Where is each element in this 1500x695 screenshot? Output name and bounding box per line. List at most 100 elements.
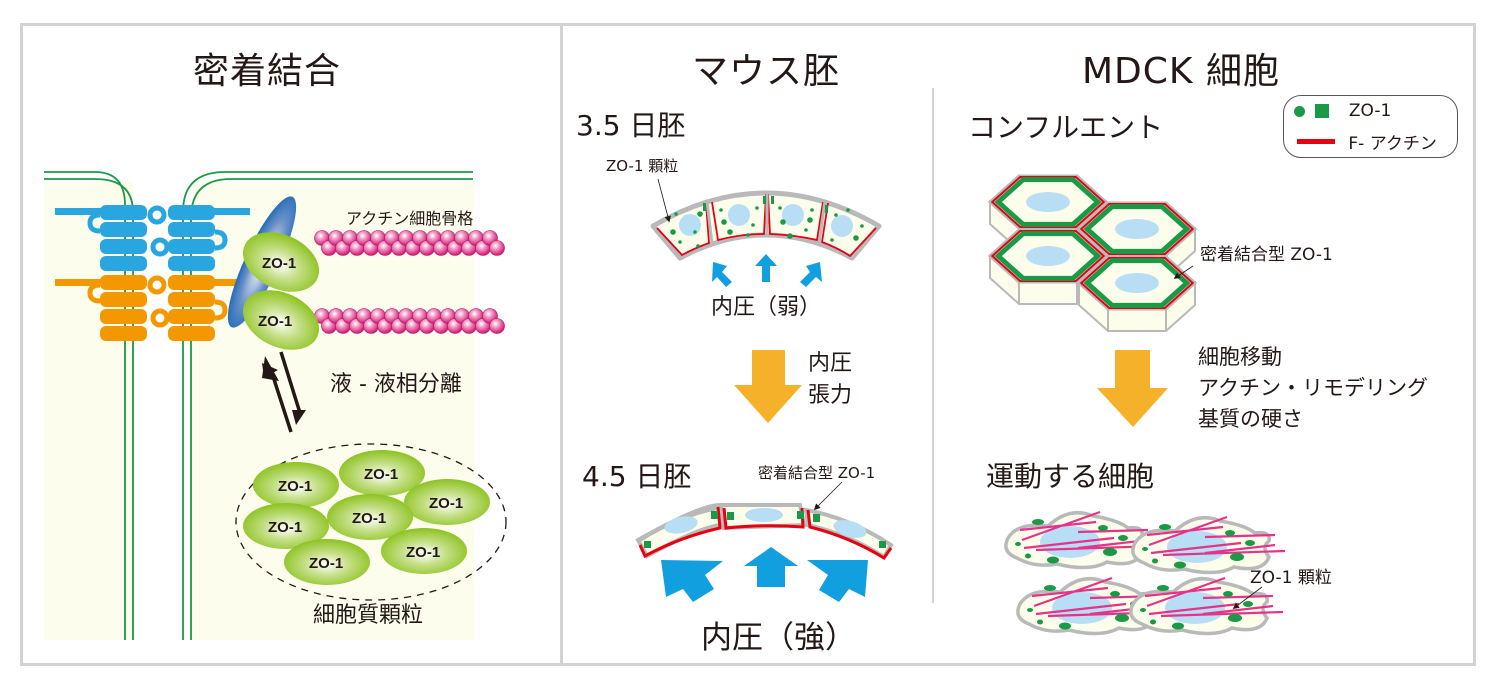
mouse-embryo-title: マウス胚 bbox=[692, 51, 841, 92]
nuclei bbox=[664, 508, 867, 538]
panel-divider-secondary bbox=[932, 88, 934, 603]
actin-bead bbox=[489, 318, 505, 334]
transition-line-tension: 張力 bbox=[808, 383, 853, 408]
zo1-granule-dot bbox=[1118, 535, 1128, 541]
transition-line-pressure: 内圧 bbox=[808, 351, 853, 376]
embryo-stage-4-5-label: 4.5 日胚 bbox=[582, 460, 692, 493]
zo1-granule-dot bbox=[804, 228, 808, 232]
nucleus bbox=[1115, 219, 1159, 239]
zo1-granule-dot bbox=[787, 233, 793, 239]
zo1-granule-dot bbox=[755, 206, 759, 210]
zo1-granule-dot bbox=[1174, 561, 1186, 569]
zo1-granule-dot bbox=[678, 240, 682, 244]
cytoplasmic-granule-label: 細胞質顆粒 bbox=[313, 603, 424, 628]
zo1-label: ZO-1 bbox=[406, 544, 440, 561]
zo1-granule-dot bbox=[1044, 585, 1056, 591]
actin-bead bbox=[489, 240, 505, 256]
tj-zo1-marks bbox=[644, 511, 886, 548]
zo1-granule-dot bbox=[1059, 622, 1071, 630]
zo1-label: ZO-1 bbox=[429, 495, 463, 512]
annotation-pointer bbox=[813, 481, 843, 511]
zo1-label: ZO-1 bbox=[309, 555, 343, 572]
zo1-granule-dot bbox=[727, 229, 733, 235]
annotation-pointer bbox=[1232, 586, 1263, 609]
zo1-label: ZO-1 bbox=[352, 510, 386, 527]
zo1-granule-dot bbox=[1225, 530, 1235, 536]
actin-filament-upper bbox=[314, 230, 505, 256]
green-dot-icon bbox=[1294, 105, 1305, 117]
panel-divider bbox=[560, 23, 563, 666]
zo1-granule-dot bbox=[834, 213, 838, 217]
zo1-granule-dot bbox=[1150, 619, 1156, 625]
annotation-pointer bbox=[657, 178, 671, 223]
f-actin-fiber bbox=[1148, 515, 1228, 547]
zo1-granule-dot bbox=[1025, 553, 1031, 559]
f-actin-fiber bbox=[1160, 610, 1284, 618]
zo1-label: ZO-1 bbox=[364, 466, 398, 483]
zo1-granule-dot bbox=[1027, 608, 1033, 612]
zo1-granule-dot bbox=[1230, 553, 1244, 561]
zo1-granule-dot bbox=[1172, 622, 1184, 630]
motile-cell bbox=[1129, 576, 1284, 636]
zo1-bound-lower: ZO-1 bbox=[242, 290, 320, 350]
zo1-granule-dot bbox=[853, 235, 859, 241]
legend-label: ZO-1 bbox=[1348, 101, 1392, 121]
f-actin-fiber bbox=[1148, 602, 1240, 616]
zo1-granule-dot bbox=[1152, 558, 1158, 564]
nucleus bbox=[1026, 246, 1070, 266]
legend-item-f-actin: F- アクチン bbox=[1297, 129, 1437, 154]
zo1-granule-dot bbox=[780, 219, 786, 225]
embryo-4-5-cells bbox=[635, 481, 894, 561]
embryo-3-5-cells bbox=[650, 178, 882, 261]
zo1-granule: ZO-1 bbox=[243, 503, 329, 549]
zo1-granule: ZO-1 bbox=[381, 528, 467, 574]
transition-line-migration: 細胞移動 bbox=[1198, 345, 1282, 369]
zo1-label: ZO-1 bbox=[258, 313, 292, 330]
zo1-granule-dot bbox=[1110, 591, 1120, 597]
f-actin-fiber bbox=[1035, 602, 1127, 616]
nucleus bbox=[1026, 192, 1070, 212]
zo1-bound-upper: ZO-1 bbox=[242, 232, 320, 292]
zo1-granule-dot bbox=[746, 233, 750, 237]
f-actin-fiber bbox=[1021, 510, 1101, 542]
f-actin-fiber bbox=[1202, 594, 1274, 600]
confluent-label: コンフルエント bbox=[968, 111, 1164, 144]
zo1-granule-dot bbox=[674, 212, 678, 216]
zo1-granule-dot bbox=[830, 238, 834, 242]
zo1-label: ZO-1 bbox=[262, 255, 296, 272]
embryo-transition-label: 内圧 張力 bbox=[808, 348, 852, 412]
actin-cytoskeleton-label: アクチン細胞骨格 bbox=[346, 209, 474, 228]
motile-cells-label: 運動する細胞 bbox=[986, 460, 1155, 493]
zo1-granule-dot bbox=[751, 223, 755, 227]
zo1-granule-annotation-mdck: ZO-1 顆粒 bbox=[1250, 568, 1332, 588]
f-actin-fiber bbox=[1077, 528, 1149, 534]
zo1-granule-dot bbox=[1243, 601, 1253, 607]
f-actin-fiber bbox=[1146, 576, 1226, 608]
f-actin-fiber bbox=[1023, 536, 1115, 550]
zo1-granule-dot bbox=[1047, 556, 1059, 564]
zo1-granule-dot bbox=[693, 230, 697, 234]
llps-equilibrium-arrows bbox=[262, 351, 306, 433]
zo1-granule-dot bbox=[1015, 542, 1021, 546]
strong-pressure-label: 内圧（強） bbox=[701, 620, 856, 656]
mdck-transition-label: 細胞移動 アクチン・リモデリング 基質の硬さ bbox=[1198, 342, 1428, 435]
zo1-granule-dot bbox=[1142, 547, 1148, 551]
zo1-granule-dot bbox=[778, 206, 782, 210]
mdck-title: MDCK 細胞 bbox=[1082, 51, 1280, 92]
zo1-granule: ZO-1 bbox=[339, 450, 425, 496]
zo1-granule-dot bbox=[1103, 548, 1117, 556]
zo1-granule-dot bbox=[696, 244, 700, 248]
zo1-granule-dot bbox=[846, 208, 850, 212]
legend: ZO-1 F- アクチン bbox=[1283, 95, 1458, 158]
confluent-cell bbox=[1076, 255, 1198, 332]
llps-label: 液 - 液相分離 bbox=[330, 372, 462, 397]
zo1-granule-dot bbox=[1228, 614, 1242, 622]
zo1-granule-dot bbox=[1115, 614, 1129, 622]
motile-cell bbox=[1131, 515, 1286, 575]
transition-arrow bbox=[1097, 350, 1168, 427]
embryo-stage-3-5-label: 3.5 日胚 bbox=[576, 109, 686, 142]
zo1-granule-dot bbox=[1098, 525, 1108, 531]
weak-pressure-arrows bbox=[712, 254, 822, 287]
transition-line-substrate-stiffness: 基質の硬さ bbox=[1198, 407, 1303, 431]
